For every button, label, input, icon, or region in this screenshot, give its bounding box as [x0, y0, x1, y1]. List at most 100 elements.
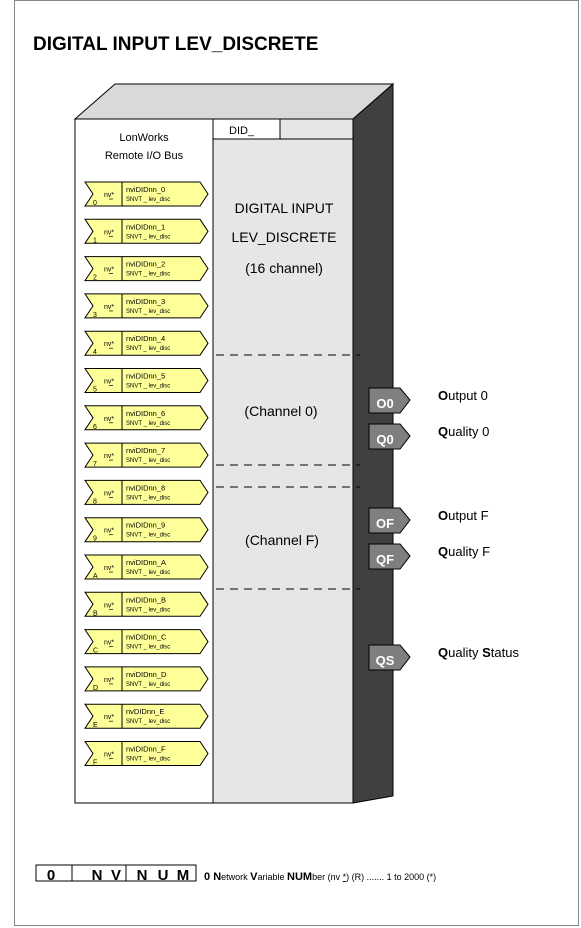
input-index: 8 — [93, 498, 97, 505]
input-type: SNVT _ lev_disc — [126, 346, 170, 352]
block-title-line2: LEV_DISCRETE — [231, 229, 336, 245]
input-arrow-shape — [84, 218, 209, 244]
page-title: DIGITAL INPUT LEV_DISCRETE — [33, 34, 319, 55]
block-tab-label: DID_ — [229, 125, 255, 137]
output-description: Output 0 — [438, 388, 488, 403]
output-tag: Q0 — [376, 432, 393, 447]
input-index: 7 — [93, 461, 97, 468]
input-name: nviDIDnn_A — [126, 558, 166, 567]
input-name: nviDIDnn_3 — [126, 297, 165, 306]
input-arrow-shape — [84, 703, 209, 729]
output-arrow-shape — [368, 423, 411, 450]
input-type: SNVT _ lev_disc — [126, 384, 170, 390]
input-type: SNVT _ lev_disc — [126, 682, 170, 688]
page-frame — [14, 0, 579, 926]
input-index: 9 — [93, 536, 97, 543]
input-nv-label: nv* — [104, 528, 114, 535]
input-type: SNVT _ lev_disc — [126, 234, 170, 240]
input-name: nviDIDnn_9 — [126, 521, 165, 530]
output-description: Quality 0 — [438, 424, 489, 439]
input-arrow-shape — [84, 741, 209, 766]
input-nv-label: nv* — [104, 490, 114, 497]
input-name: nviDIDnn_D — [126, 670, 167, 679]
channel-0-label: (Channel 0) — [244, 403, 317, 419]
input-nv-label: nv* — [104, 229, 114, 236]
input-type: SNVT _ lev_disc — [126, 607, 170, 613]
config-cell: V — [111, 867, 121, 884]
input-name: nviDIDnn_5 — [126, 372, 165, 381]
output-connector-q0[interactable]: Q0 Quality 0 — [368, 423, 489, 450]
input-type: SNVT _ lev_disc — [126, 458, 170, 464]
input-name: nviDIDnn_6 — [126, 409, 165, 418]
input-nv-label: nv* — [104, 677, 114, 684]
input-nv-label: nv* — [104, 267, 114, 274]
block-top-face — [73, 83, 395, 120]
input-arrow-shape — [84, 554, 209, 580]
input-name: nviDIDnn_1 — [126, 222, 165, 231]
input-arrow-shape — [84, 591, 209, 617]
block-tab — [212, 118, 281, 140]
input-name: nviDIDnn_0 — [126, 185, 165, 194]
input-index: 5 — [93, 387, 97, 394]
output-arrow-shape — [368, 644, 411, 671]
input-name: nvDIDnn_E — [126, 707, 164, 716]
input-nv-label: nv* — [104, 304, 114, 311]
input-arrow-shape — [84, 256, 209, 282]
input-type: SNVT _ lev_disc — [126, 757, 170, 763]
block-title-line1: DIGITAL INPUT — [235, 200, 334, 216]
input-type: SNVT _ lev_disc — [126, 719, 170, 725]
input-nv-label: nv* — [104, 192, 114, 199]
input-type: SNVT _ lev_disc — [126, 197, 170, 203]
input-index: B — [93, 610, 98, 617]
output-tag: OF — [376, 516, 394, 531]
output-arrow-shape — [368, 507, 411, 534]
output-tag: QF — [376, 552, 394, 567]
input-nv-label: nv* — [104, 752, 114, 759]
channel-dividers — [216, 354, 360, 590]
input-nv-label: nv* — [104, 379, 114, 386]
input-arrow-shape — [84, 368, 209, 393]
channel-f-label: (Channel F) — [245, 532, 319, 548]
config-cell: U — [158, 867, 169, 884]
config-description: 0 Network Variable NUMber (nv *) (R) ...… — [204, 871, 436, 883]
input-index: E — [93, 722, 98, 729]
input-name: nviDIDnn_2 — [126, 260, 165, 269]
config-field[interactable] — [35, 864, 197, 882]
input-nv-label: nv* — [104, 341, 114, 348]
input-type: SNVT _ lev_disc — [126, 272, 170, 278]
input-name: nviDIDnn_8 — [126, 483, 165, 492]
input-type: SNVT _ lev_disc — [126, 570, 170, 576]
input-arrow-shape — [84, 181, 209, 207]
input-arrow-shape — [84, 629, 209, 655]
input-index: 4 — [93, 349, 97, 356]
input-nv-label: nv* — [104, 453, 114, 460]
input-nv-label: nv* — [104, 714, 114, 721]
config-cell: 0 — [47, 867, 55, 884]
input-arrow-shape — [84, 517, 209, 543]
input-name: nviDIDnn_4 — [126, 334, 165, 343]
input-nv-label: nv* — [104, 640, 114, 647]
